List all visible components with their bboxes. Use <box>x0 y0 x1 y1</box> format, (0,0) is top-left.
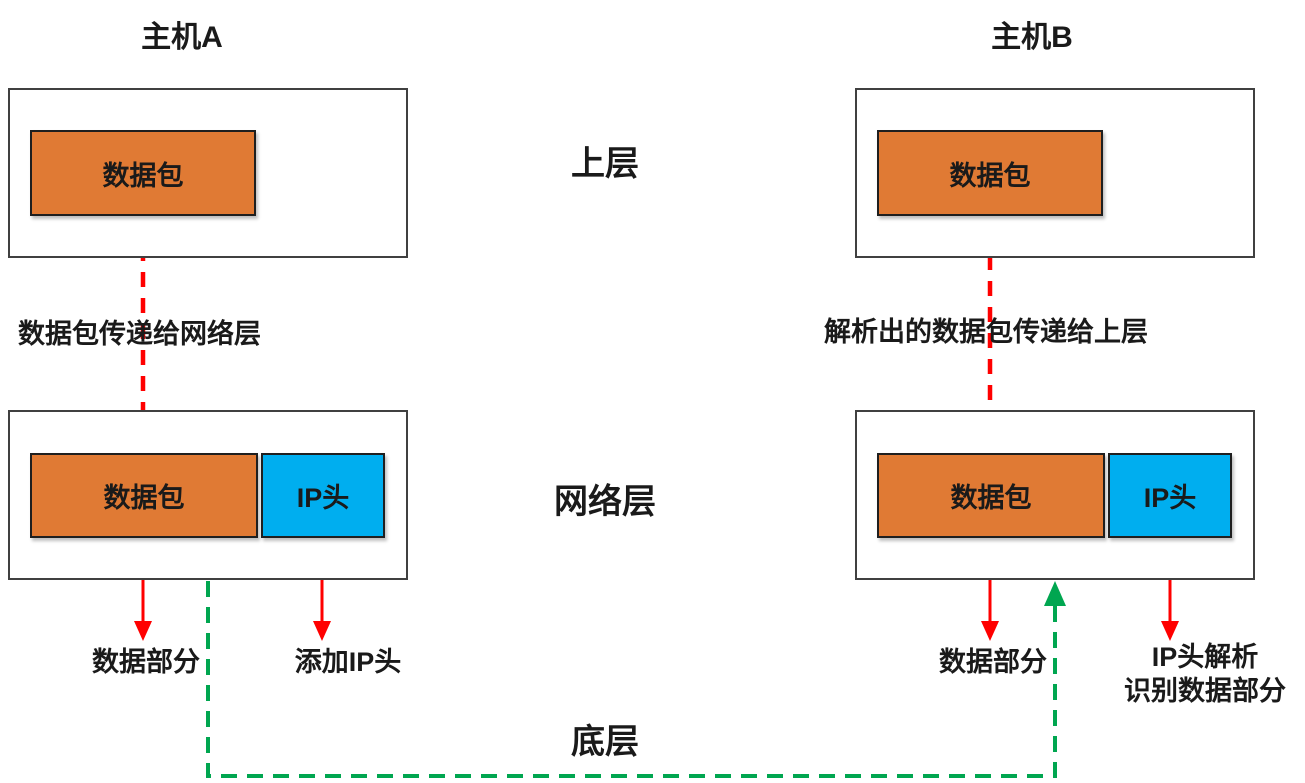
host-b-network-packet-box: 数据包 <box>877 453 1105 538</box>
host-a-network-packet-label: 数据包 <box>103 483 185 513</box>
host-a-ip-header-label: IP头 <box>296 483 350 513</box>
host-a-network-packet-box: 数据包 <box>30 453 258 538</box>
host-b-ip-parse-label-line2: 识别数据部分 <box>1124 675 1286 706</box>
host-b-upper-packet-box: 数据包 <box>877 130 1103 216</box>
bottom-layer-link-arrowhead <box>1044 581 1066 606</box>
host-a-add-ip-label: 添加IP头 <box>294 647 402 677</box>
host-a-data-part-arrowhead <box>134 621 152 641</box>
host-a-transfer-label: 数据包传递给网络层 <box>18 319 261 349</box>
host-b-network-packet-label: 数据包 <box>950 483 1032 513</box>
bottom-layer-label: 底层 <box>571 723 639 761</box>
host-a-data-part-label: 数据部分 <box>92 647 200 677</box>
host-a-add-ip-arrowhead <box>313 621 331 641</box>
host-b-title: 主机B <box>991 21 1073 54</box>
host-b-ip-header-label: IP头 <box>1143 483 1197 513</box>
host-b-data-part-label: 数据部分 <box>939 647 1047 677</box>
host-b-ip-parse-label-line1: IP头解析 <box>1151 642 1259 672</box>
upper-layer-label: 上层 <box>571 145 639 183</box>
network-layer-label: 网络层 <box>554 483 656 521</box>
host-b-transfer-label: 解析出的数据包传递给上层 <box>824 317 1148 347</box>
host-a-title: 主机A <box>141 21 223 54</box>
host-a-upper-packet-label: 数据包 <box>102 160 184 191</box>
host-b-data-part-arrowhead <box>981 621 999 641</box>
host-a-ip-header-box: IP头 <box>261 453 385 538</box>
host-b-upper-packet-label: 数据包 <box>949 160 1031 191</box>
host-b-ip-parse-arrowhead <box>1161 621 1179 641</box>
host-b-ip-header-box: IP头 <box>1108 453 1232 538</box>
host-a-upper-packet-box: 数据包 <box>30 130 256 216</box>
host-b-ip-parse-label: IP头解析 识别数据部分 <box>1124 641 1286 709</box>
